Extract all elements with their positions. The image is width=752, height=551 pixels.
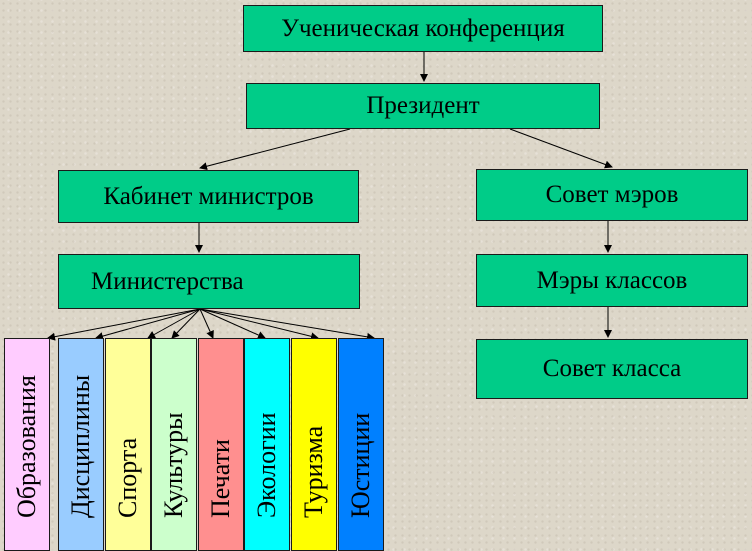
- cabinet-box: Кабинет министров: [58, 170, 359, 223]
- ministry-label-discipline: Дисциплины: [66, 374, 95, 518]
- class-mayors-box: Мэры классов: [476, 254, 748, 307]
- conference-box: Ученическая конференция: [243, 5, 603, 52]
- ministry-column-press: Печати: [198, 338, 244, 551]
- ministry-label-ecology: Экологии: [252, 412, 281, 518]
- ministry-label-justice: Юстиции: [346, 412, 375, 518]
- ministries-label: Министерства: [91, 267, 244, 295]
- president-box: Президент: [246, 83, 600, 129]
- president-label: Президент: [366, 92, 480, 119]
- cabinet-label: Кабинет министров: [103, 182, 314, 210]
- mayors-council-label: Совет мэров: [545, 181, 679, 208]
- ministry-label-press: Печати: [206, 439, 235, 518]
- ministry-column-justice: Юстиции: [338, 338, 384, 551]
- ministry-label-culture: Культуры: [159, 412, 188, 518]
- ministry-column-tourism: Туризма: [291, 338, 337, 551]
- ministry-label-tourism: Туризма: [299, 425, 328, 518]
- class-council-box: Совет класса: [476, 339, 748, 399]
- ministry-column-culture: Культуры: [151, 338, 197, 551]
- ministry-label-education: Образования: [12, 375, 41, 518]
- ministry-column-sport: Спорта: [105, 338, 151, 551]
- class-mayors-label: Мэры классов: [536, 266, 688, 294]
- ministries-box: Министерства: [58, 254, 360, 309]
- conference-label: Ученическая конференция: [281, 14, 565, 42]
- ministry-column-discipline: Дисциплины: [58, 338, 104, 551]
- ministry-column-ecology: Экологии: [244, 338, 290, 551]
- mayors-council-box: Совет мэров: [476, 169, 748, 221]
- ministry-column-education: Образования: [4, 338, 50, 551]
- ministry-label-sport: Спорта: [113, 437, 142, 518]
- class-council-label: Совет класса: [542, 355, 682, 382]
